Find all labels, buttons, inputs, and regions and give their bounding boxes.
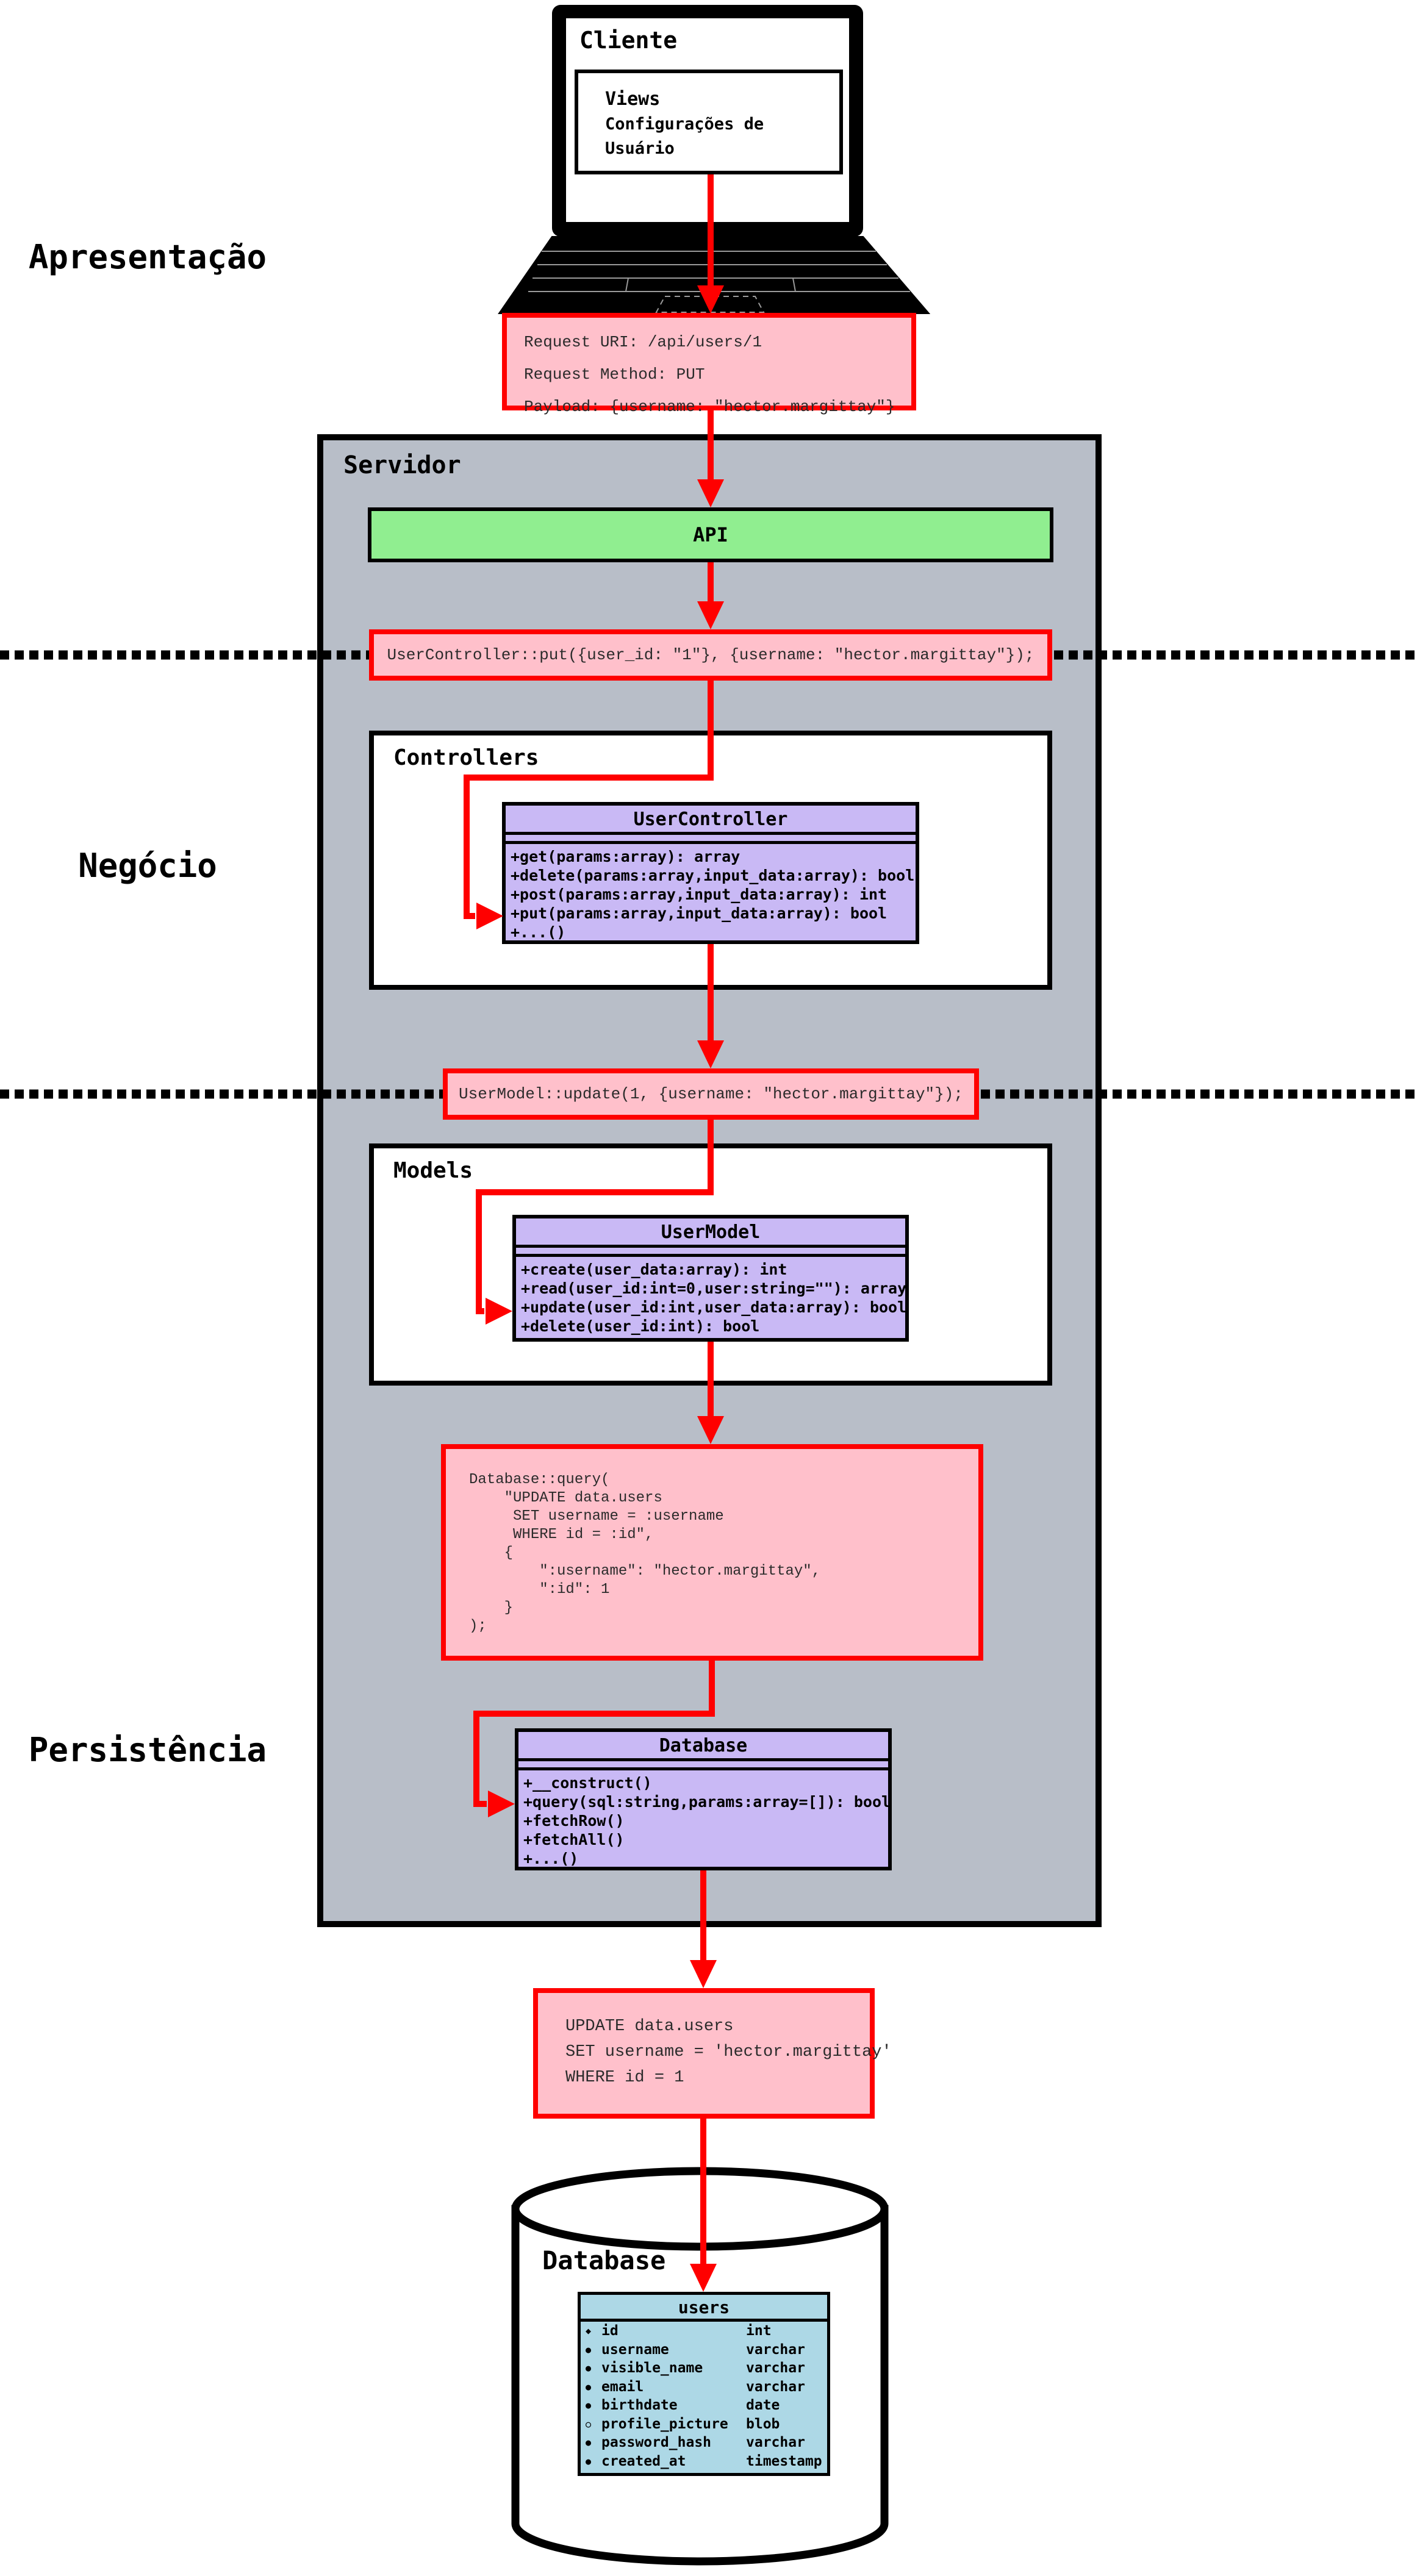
method-put: +put(params:array,input_data:array): boo… (511, 904, 888, 922)
table-row: ● email varchar (586, 2378, 805, 2395)
query-line: ":username": "hector.margittay", (469, 1563, 821, 1580)
database-class: Database +__construct() +query(sql:strin… (515, 1728, 892, 1870)
layer-label-presentation: Apresentação (28, 238, 267, 276)
database-title: Database (542, 2245, 666, 2275)
api-bar: API (368, 507, 1053, 562)
request-payload: Payload: {username: "hector.margittay"} (524, 398, 895, 416)
database-query-call-box: Database::query( "UPDATE data.users SET … (441, 1444, 983, 1661)
table-row: ◆ id int (586, 2323, 772, 2339)
method-fetchall: +fetchAll() (523, 1831, 625, 1848)
client-title: Cliente (579, 27, 678, 54)
query-line: Database::query( (469, 1472, 610, 1488)
database-methods: +__construct() +query(sql:string,params:… (518, 1770, 891, 1868)
flow-arrow-sql-to-users-table (690, 2119, 717, 2292)
method-query: +query(sql:string,params:array=[]): bool (523, 1793, 891, 1811)
sql-statement-box: UPDATE data.users SET username = 'hector… (533, 1988, 892, 2119)
views-item-user-settings: Configurações de Usuário (605, 115, 764, 158)
method-get: +get(params:array): array (511, 848, 740, 865)
primary-key-icon: ◆ (586, 2325, 592, 2337)
method-etc: +...() (523, 1850, 579, 1867)
column-icon: ● (586, 2363, 592, 2374)
nullable-column-icon: ○ (586, 2418, 592, 2430)
query-line: ); (469, 1618, 487, 1634)
usermodel-methods: +create(user_data:array): int +read(user… (516, 1257, 907, 1336)
usermodel-attributes-section (516, 1248, 905, 1257)
query-line: WHERE id = :id", (469, 1526, 654, 1543)
query-line: SET username = :username (469, 1508, 724, 1525)
query-line: } (469, 1600, 514, 1616)
column-icon: ● (586, 2400, 592, 2411)
table-row: ● birthdate date (586, 2397, 780, 2414)
method-construct: +__construct() (523, 1774, 652, 1792)
laptop-keyboard-rows (528, 251, 910, 292)
laptop-trackpad (655, 296, 765, 313)
query-line: "UPDATE data.users (469, 1490, 662, 1506)
layer-label-persistence: Persistência (28, 1731, 267, 1769)
layer-label-business: Negócio (78, 846, 217, 885)
views-box: Views Configurações de Usuário (575, 70, 843, 174)
models-title: Models (393, 1158, 473, 1183)
usermodel-class: UserModel +create(user_data:array): int … (512, 1215, 909, 1342)
method-fetchrow: +fetchRow() (523, 1812, 625, 1830)
usercontroller-class: UserController +get(params:array): array… (502, 802, 919, 944)
method-etc: +...() (511, 923, 566, 941)
table-row: ● username varchar (586, 2341, 805, 2358)
column-icon: ● (586, 2381, 592, 2392)
column-icon: ● (586, 2437, 592, 2449)
usercontroller-attributes-section (506, 835, 916, 844)
sql-where: WHERE id = 1 (565, 2069, 684, 2087)
views-title: Views (605, 88, 661, 110)
model-call-box: UserModel::update(1, {username: "hector.… (443, 1068, 979, 1120)
sql-update: UPDATE data.users (565, 2017, 734, 2036)
controller-call-box: UserController::put({user_id: "1"}, {use… (369, 629, 1052, 681)
method-delete: +delete(params:array,input_data:array): … (511, 867, 915, 884)
column-icon: ● (586, 2455, 592, 2467)
server-title: Servidor (343, 451, 461, 479)
request-uri: Request URI: /api/users/1 (524, 333, 762, 351)
usercontroller-methods: +get(params:array): array +delete(params… (506, 844, 916, 942)
request-method: Request Method: PUT (524, 365, 705, 384)
usermodel-class-name: UserModel (516, 1218, 905, 1248)
column-icon: ● (586, 2344, 592, 2355)
method-delete: +delete(user_id:int): bool (521, 1317, 760, 1335)
method-create: +create(user_data:array): int (521, 1261, 787, 1278)
table-row: ● visible_name varchar (586, 2360, 805, 2377)
users-table-name: users (581, 2295, 827, 2322)
sql-set: SET username = 'hector.margittay' (565, 2043, 892, 2061)
database-class-name: Database (518, 1732, 888, 1761)
query-line: { (469, 1545, 514, 1561)
method-update: +update(user_id:int,user_data:array): bo… (521, 1298, 907, 1316)
method-read: +read(user_id:int=0,user:string=""): arr… (521, 1279, 907, 1297)
method-post: +post(params:array,input_data:array): in… (511, 886, 888, 903)
database-attributes-section (518, 1761, 888, 1770)
usercontroller-class-name: UserController (506, 806, 916, 835)
controllers-title: Controllers (393, 745, 539, 770)
http-request-box: Request URI: /api/users/1 Request Method… (502, 313, 916, 416)
users-table: users ◆ id int ● username varchar ● visi… (578, 2292, 830, 2476)
query-line: ":id": 1 (469, 1581, 610, 1598)
flow-arrow-client-to-request (697, 174, 724, 313)
table-row: ● created_at timestamp (586, 2453, 822, 2469)
table-row: ● password_hash varchar (586, 2435, 805, 2451)
table-row: ○ profile_picture blob (586, 2416, 780, 2432)
